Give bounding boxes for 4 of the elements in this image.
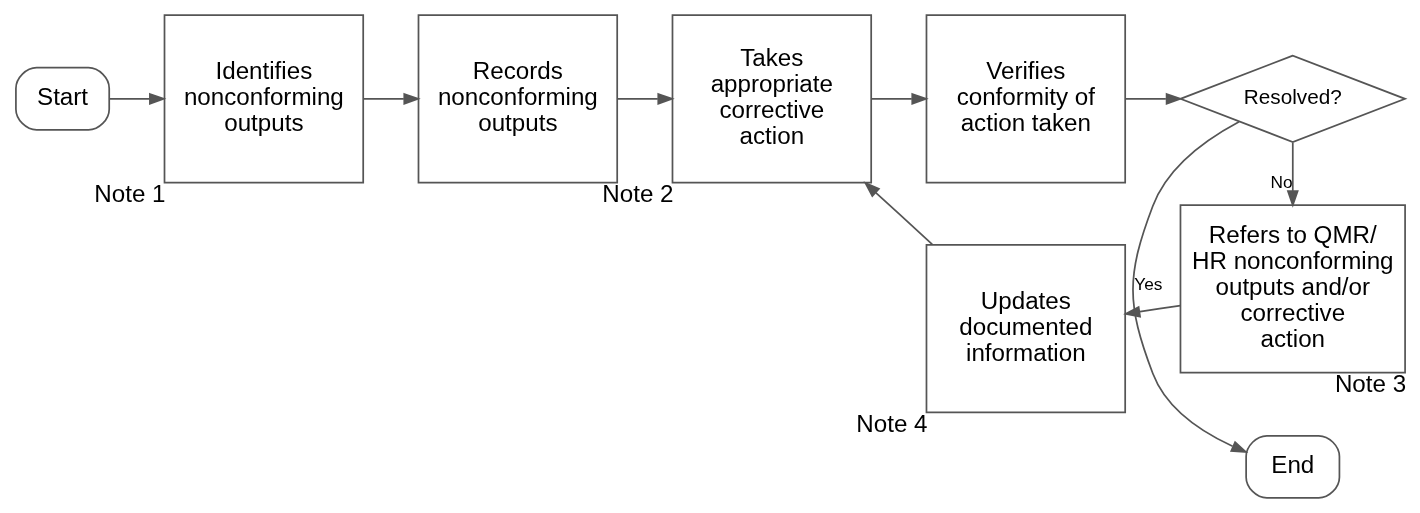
edge-label: No: [1270, 172, 1293, 193]
edge-label: Yes: [1133, 273, 1162, 294]
node-label: Note 4: [855, 409, 928, 437]
node-label: Note 1: [93, 179, 166, 207]
